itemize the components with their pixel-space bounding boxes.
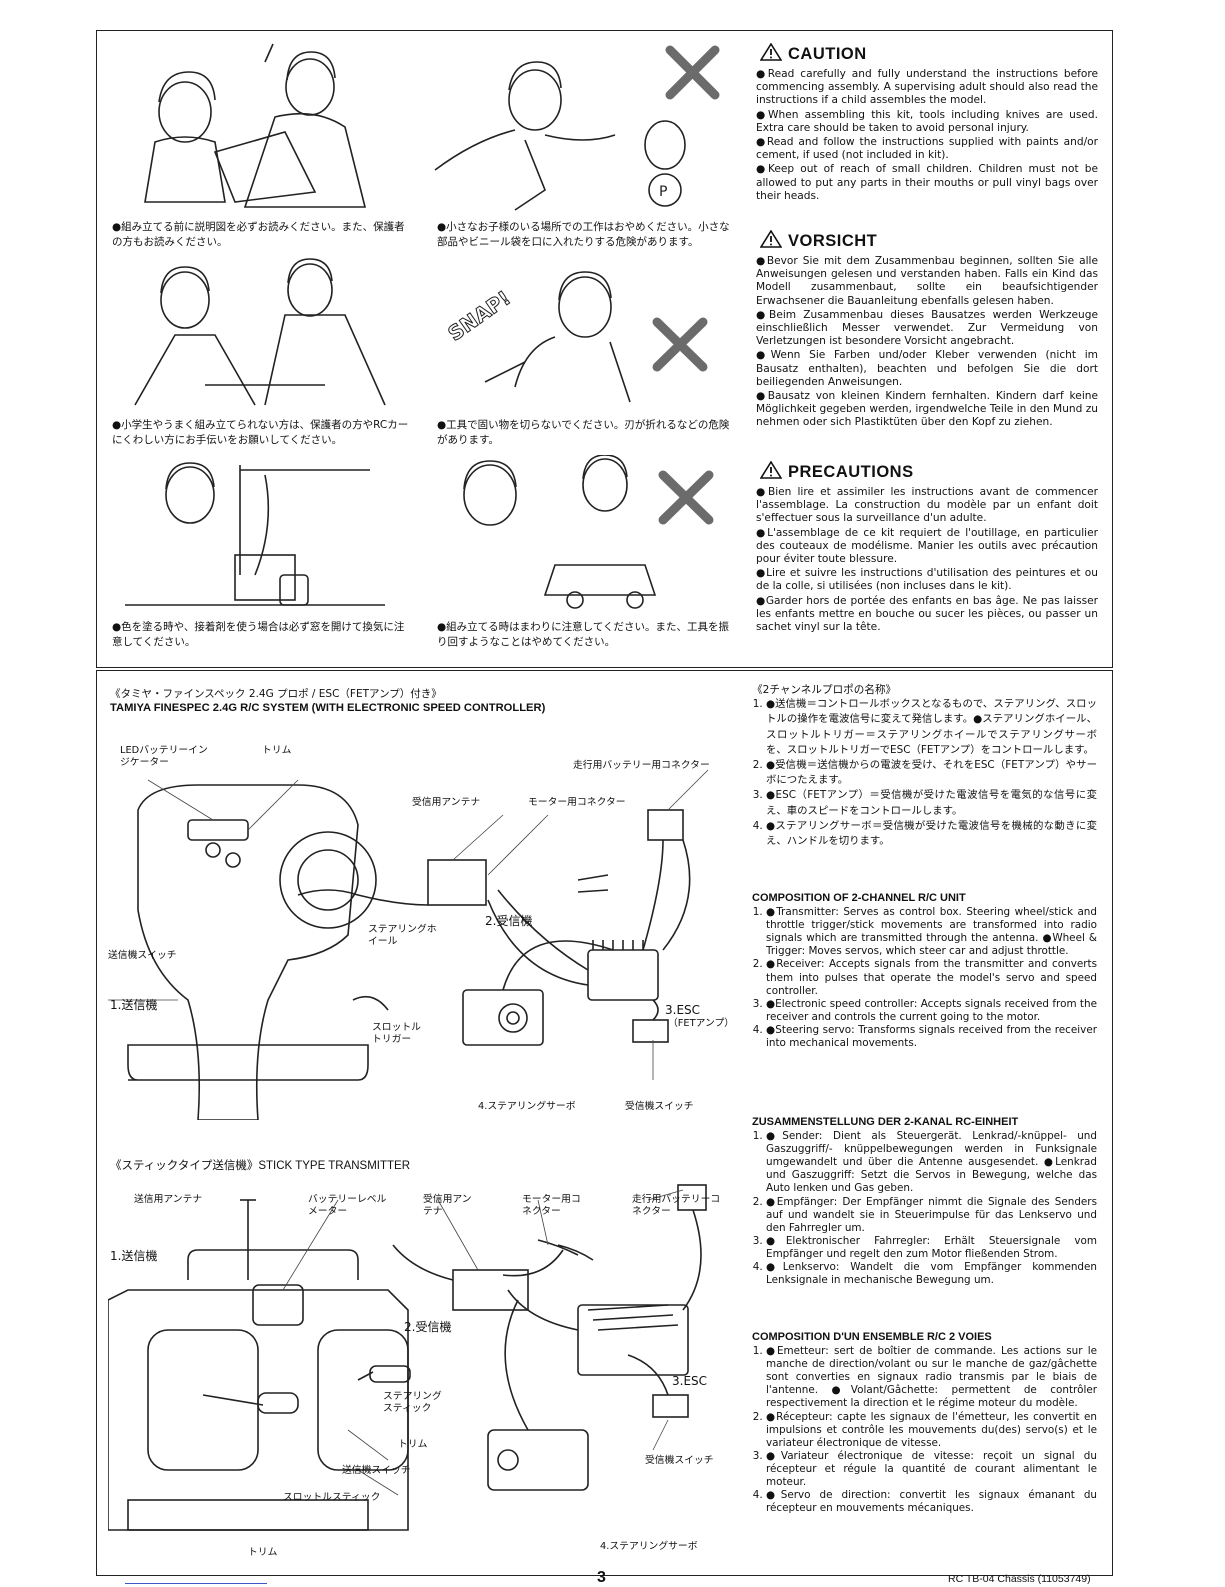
composition-en: COMPOSITION OF 2-CHANNEL R/C UNIT ●Trans… bbox=[752, 892, 1097, 1064]
label-trim: トリム bbox=[262, 745, 292, 756]
illustration-tool-swinging bbox=[425, 455, 725, 615]
illustration-adult-helping bbox=[115, 255, 415, 415]
label-tx-switch: 送信機スイッチ bbox=[108, 950, 177, 961]
label-led-indicator: LEDバッテリーインジケーター bbox=[120, 745, 208, 768]
label-steering-wheel: ステアリングホイール bbox=[368, 924, 437, 947]
composition-de: ZUSAMMENSTELLUNG DER 2-KANAL RC-EINHEIT … bbox=[752, 1116, 1097, 1301]
caution-title: CAUTION bbox=[760, 43, 867, 64]
footer-code: RC TB-04 Chassis (11053749) bbox=[948, 1573, 1091, 1585]
caution-jp-3: ●小学生やうまく組み立てられない方は、保護者の方やRCカーにくわしい方にお手伝い… bbox=[112, 419, 409, 446]
illustration-child-hazard: P bbox=[425, 40, 725, 220]
precautions-title: PRECAUTIONS bbox=[760, 461, 914, 482]
label-rx-antenna: 受信用アンテナ bbox=[412, 797, 481, 808]
label-receiver-2: 2.受信機 bbox=[404, 1320, 452, 1334]
stick-diagram bbox=[108, 1180, 748, 1560]
warning-triangle-icon bbox=[760, 461, 782, 479]
page-number: 3 bbox=[597, 1569, 606, 1586]
illustration-reading-manual bbox=[115, 42, 415, 212]
label-run-battery-connector: 走行用バッテリー用コネクター bbox=[573, 760, 710, 771]
label-throttle-stick: スロットルスティック bbox=[283, 1492, 381, 1503]
caution-jp-2: ●小さなお子様のいる場所での工作はおやめください。小さな部品やビニール袋を口に入… bbox=[437, 221, 730, 248]
caution-jp-5: ●色を塗る時や、接着剤を使う場合は必ず窓を開けて換気に注意してください。 bbox=[112, 621, 405, 648]
finespec-title-en: TAMIYA FINESPEC 2.4G R/C SYSTEM (WITH EL… bbox=[110, 702, 546, 714]
rc-system-section bbox=[96, 670, 1113, 1576]
label-run-battery-connector-2: 走行用バッテリーコネクター bbox=[632, 1194, 721, 1217]
rc-names-jp: 《2チャンネルプロポの名称》 ●送信機＝コントロールボックスとなるもので、ステア… bbox=[752, 684, 1097, 863]
label-receiver: 2.受信機 bbox=[485, 914, 533, 928]
svg-text:P: P bbox=[659, 184, 667, 200]
stick-title: 《スティックタイプ送信機》STICK TYPE TRANSMITTER bbox=[110, 1158, 411, 1172]
label-tx-switch-2: 送信機スイッチ bbox=[342, 1465, 411, 1476]
label-steering-servo: 4.ステアリングサーボ bbox=[478, 1101, 576, 1112]
label-trim-1: トリム bbox=[398, 1439, 428, 1450]
label-trim-2: トリム bbox=[248, 1547, 278, 1558]
finespec-title-jp: 《タミヤ・ファインスペック 2.4G プロポ / ESC（FETアンプ）付き》 bbox=[110, 688, 442, 700]
warning-triangle-icon bbox=[760, 43, 782, 61]
vorsicht-title: VORSICHT bbox=[760, 230, 877, 251]
label-rx-switch-2: 受信機スイッチ bbox=[645, 1455, 714, 1466]
safety-section bbox=[96, 30, 1113, 668]
label-battery-meter: バッテリーレベルメーター bbox=[308, 1194, 387, 1217]
label-throttle-trigger: スロットルトリガー bbox=[372, 1022, 421, 1045]
snap-text: SNAP! bbox=[443, 286, 514, 346]
label-transmitter: 1.送信機 bbox=[110, 998, 158, 1012]
vorsicht-text: ●Bevor Sie mit dem Zusammenbau beginnen,… bbox=[756, 255, 1098, 429]
precautions-text: ●Bien lire et assimiler les instructions… bbox=[756, 486, 1098, 634]
label-transmitter-2: 1.送信機 bbox=[110, 1249, 158, 1263]
warning-triangle-icon bbox=[760, 230, 782, 248]
finespec-diagram bbox=[108, 760, 748, 1120]
label-rx-switch: 受信機スイッチ bbox=[625, 1101, 694, 1112]
label-steering-servo-2: 4.ステアリングサーボ bbox=[600, 1541, 698, 1552]
footer-line bbox=[125, 1583, 267, 1584]
caution-jp-1: ●組み立てる前に説明図を必ずお読みください。また、保護者の方もお読みください。 bbox=[112, 221, 405, 248]
caution-text: ●Read carefully and fully understand the… bbox=[756, 68, 1098, 202]
label-esc: 3.ESC bbox=[665, 1003, 701, 1017]
label-tx-antenna: 送信用アンテナ bbox=[134, 1194, 203, 1205]
label-steering-stick: ステアリングスティック bbox=[383, 1391, 442, 1414]
illustration-painting bbox=[115, 455, 415, 615]
label-motor-connector: モーター用コネクター bbox=[528, 797, 626, 808]
illustration-snap-hazard: SNAP! bbox=[425, 262, 725, 412]
caution-jp-6: ●組み立てる時はまわりに注意してください。また、工具を振り回すようなことはやめて… bbox=[437, 621, 730, 648]
label-esc-2: 3.ESC bbox=[672, 1374, 708, 1388]
label-esc-sub: （FETアンプ） bbox=[668, 1018, 735, 1029]
caution-jp-4: ●工具で固い物を切らないでください。刃が折れるなどの危険があります。 bbox=[437, 419, 730, 446]
label-motor-connector-2: モーター用コネクター bbox=[522, 1194, 581, 1217]
composition-fr: COMPOSITION D'UN ENSEMBLE R/C 2 VOIES ●E… bbox=[752, 1331, 1097, 1529]
label-rx-antenna-2: 受信用アンテナ bbox=[423, 1194, 472, 1217]
